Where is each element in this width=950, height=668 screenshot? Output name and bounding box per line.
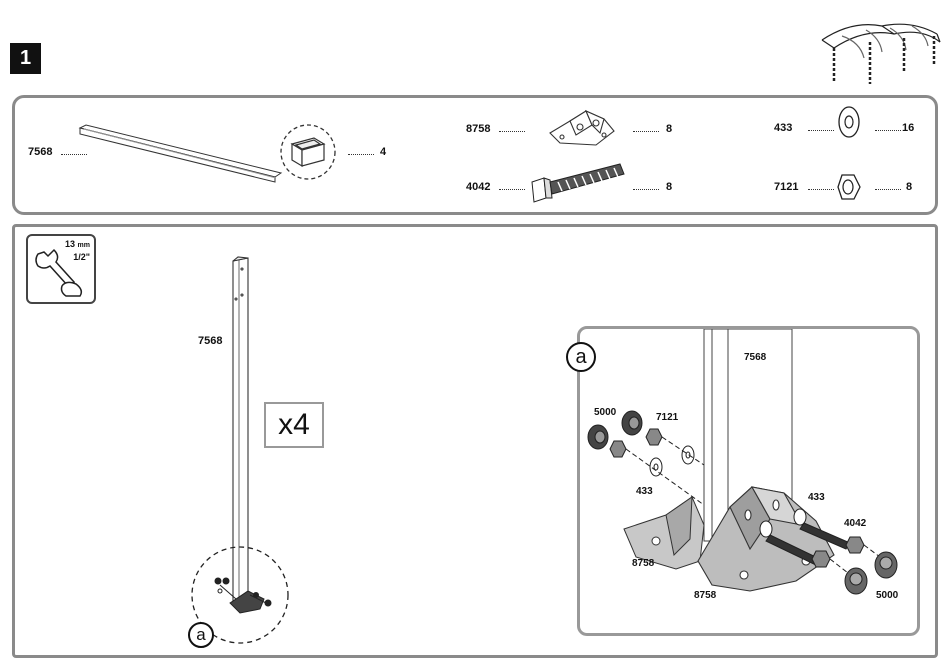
leader-dots: [633, 123, 659, 132]
callout-a-marker: a: [188, 622, 214, 648]
post-tube-icon: [76, 122, 286, 184]
leader-dots: [875, 122, 901, 131]
leader-dots: [875, 181, 901, 190]
part-code-7121: 7121: [774, 181, 798, 193]
washer-icon: [834, 104, 864, 140]
detail-label-washer-left: 433: [636, 486, 653, 497]
part-code-8758: 8758: [466, 123, 490, 135]
leader-dots: [808, 181, 834, 190]
leader-dots: [499, 123, 525, 132]
carport-thumbnail-icon: [812, 12, 942, 87]
leader-dots: [808, 122, 834, 131]
quantity-multiplier: x4: [264, 402, 324, 448]
bolt-icon: [530, 160, 626, 206]
detail-label-washer-right: 433: [808, 492, 825, 503]
part-code-433: 433: [774, 122, 792, 134]
detail-label-bolt: 4042: [844, 518, 866, 529]
part-code-4042: 4042: [466, 181, 490, 193]
part-qty-7121: 8: [906, 181, 912, 193]
detail-label-nut: 7121: [656, 412, 678, 423]
leader-dots: [348, 146, 374, 155]
post-label: 7568: [198, 335, 222, 347]
detail-label-cap-right: 5000: [876, 590, 898, 601]
part-code-7568: 7568: [28, 146, 52, 158]
base-bracket-icon: [546, 105, 618, 151]
hex-nut-icon: [836, 172, 862, 202]
part-qty-7568: 4: [380, 146, 386, 158]
detail-label-bracket-right: 8758: [694, 590, 716, 601]
detail-label-post: 7568: [744, 352, 766, 363]
part-qty-4042: 8: [666, 181, 672, 193]
detail-label-bracket-left: 8758: [632, 558, 654, 569]
tube-section-detail-icon: [278, 122, 338, 182]
part-qty-433: 16: [902, 122, 914, 134]
detail-label-cap-left: 5000: [594, 407, 616, 418]
detail-callout-a-marker: a: [566, 342, 596, 372]
leader-dots: [499, 181, 525, 190]
detail-a-drawing: [580, 329, 918, 633]
wrench-icon: [32, 246, 88, 298]
leader-dots: [633, 181, 659, 190]
part-qty-8758: 8: [666, 123, 672, 135]
post-assembly-drawing: [190, 255, 292, 647]
tool-requirement-box: 13 mm 1/2": [26, 234, 96, 304]
step-number-badge: 1: [10, 43, 41, 74]
